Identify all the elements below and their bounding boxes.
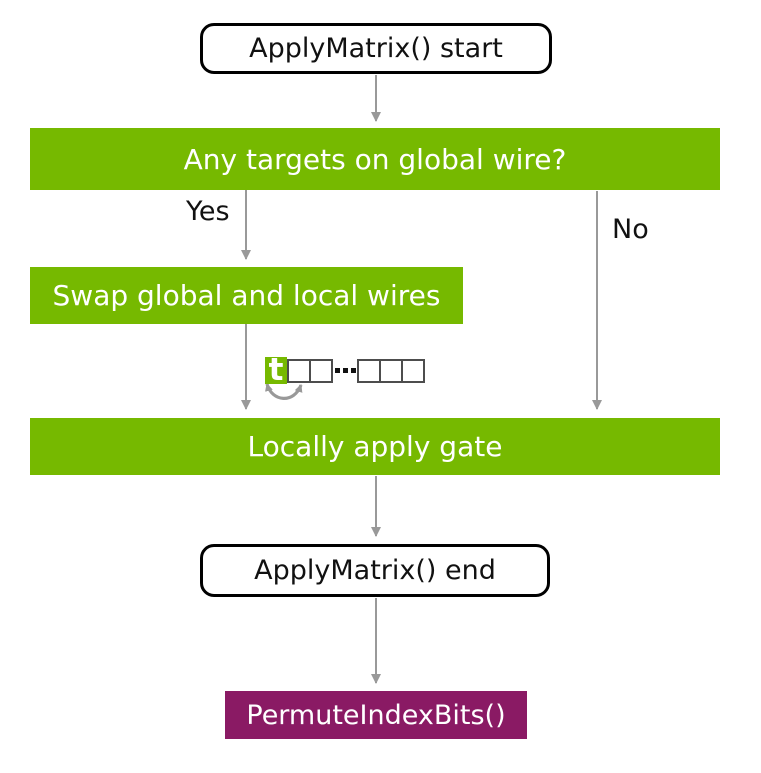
- node-decision-label: Any targets on global wire?: [183, 142, 567, 176]
- bit-cell: [379, 359, 403, 383]
- node-swap-wires-label: Swap global and local wires: [52, 279, 441, 312]
- bit-cell: [309, 359, 333, 383]
- bit-array-target-label: t: [268, 351, 284, 388]
- bit-cell: [287, 359, 311, 383]
- ellipsis-dot: [335, 368, 340, 373]
- node-locally-apply-gate: Locally apply gate: [30, 418, 720, 475]
- bit-array-right-cells: [357, 359, 425, 383]
- bit-cell: [401, 359, 425, 383]
- node-applymatrix-end: ApplyMatrix() end: [200, 544, 550, 597]
- node-swap-wires: Swap global and local wires: [30, 267, 463, 324]
- node-applymatrix-start: ApplyMatrix() start: [200, 23, 552, 74]
- edge-label-yes: Yes: [186, 196, 230, 227]
- bit-array-target-cell: t: [265, 351, 287, 388]
- node-locally-apply-gate-label: Locally apply gate: [247, 430, 503, 463]
- node-applymatrix-start-label: ApplyMatrix() start: [249, 33, 503, 64]
- bit-cell: [357, 359, 381, 383]
- ellipsis-dot: [343, 368, 348, 373]
- bit-array-left-cells: [287, 359, 333, 383]
- ellipsis-dot: [351, 368, 356, 373]
- edge-label-no: No: [612, 214, 649, 245]
- node-permuteindexbits-label: PermuteIndexBits(): [246, 699, 506, 731]
- ellipsis-dots: [335, 368, 356, 373]
- node-permuteindexbits: PermuteIndexBits(): [225, 691, 527, 739]
- node-applymatrix-end-label: ApplyMatrix() end: [254, 555, 496, 586]
- node-decision-global-wire: Any targets on global wire?: [30, 128, 720, 190]
